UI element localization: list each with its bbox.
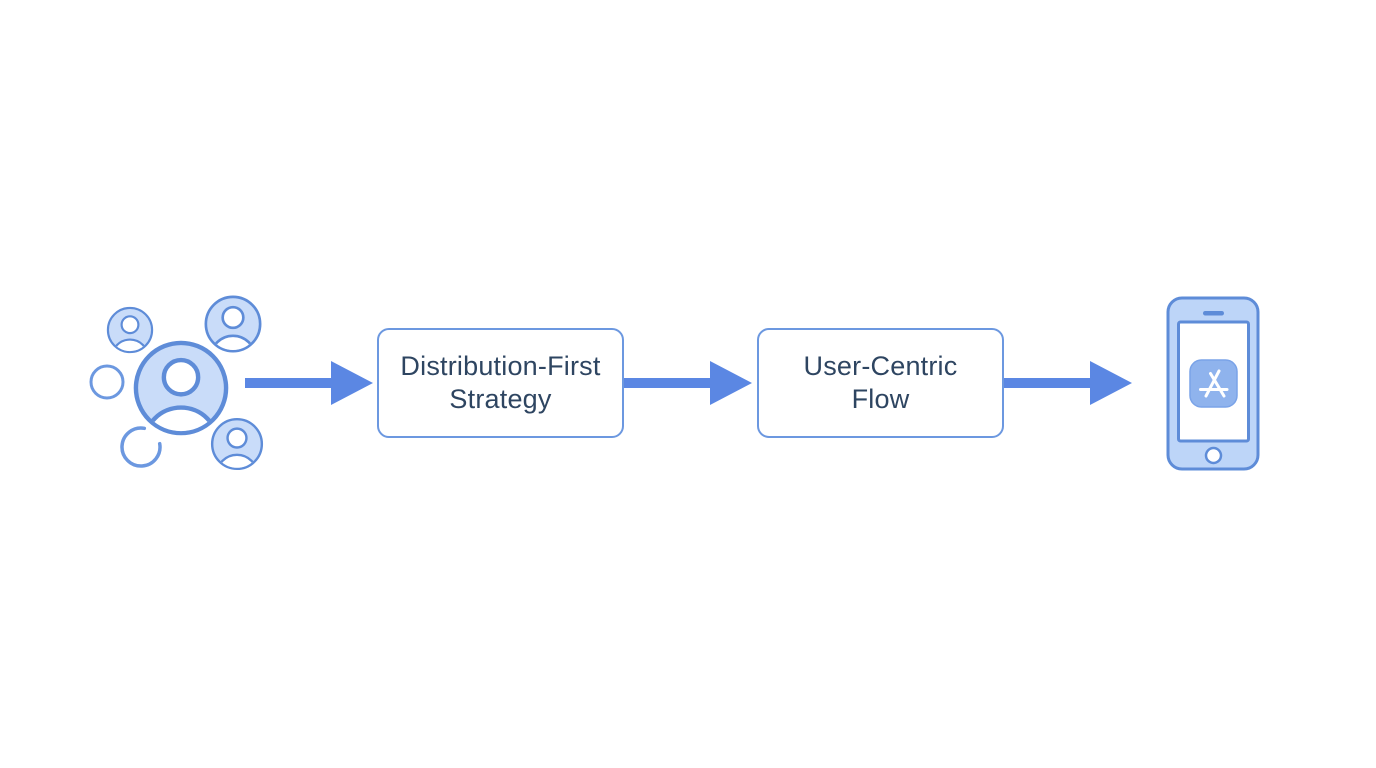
app-store-icon: [1189, 359, 1238, 408]
app-store-glyph: [1199, 369, 1229, 398]
open-arc-icon: [120, 426, 162, 468]
node-distribution-first-strategy: Distribution-First Strategy: [377, 328, 624, 438]
empty-circle-icon: [89, 364, 125, 400]
phone-home-button: [1204, 446, 1223, 465]
user-avatar-small-bottom-right: [212, 419, 262, 479]
node-label-line: User-Centric: [803, 351, 958, 381]
node-label-line: Strategy: [449, 384, 552, 414]
node-label-line: Flow: [851, 384, 910, 414]
arrow-shape: [624, 361, 752, 405]
arrow-shape: [245, 361, 373, 405]
node-user-centric-flow: User-Centric Flow: [757, 328, 1004, 438]
flow-arrow-1: [245, 361, 373, 405]
flow-arrow-3: [1004, 361, 1132, 405]
node-label-line: Distribution-First: [400, 351, 601, 381]
smartphone-app-store-icon: [1166, 296, 1260, 471]
phone-speaker: [1203, 311, 1224, 316]
arrow-shape: [1004, 361, 1132, 405]
user-avatar-large: [136, 343, 226, 479]
user-group-icon: [89, 293, 271, 479]
flow-arrow-2: [624, 361, 752, 405]
